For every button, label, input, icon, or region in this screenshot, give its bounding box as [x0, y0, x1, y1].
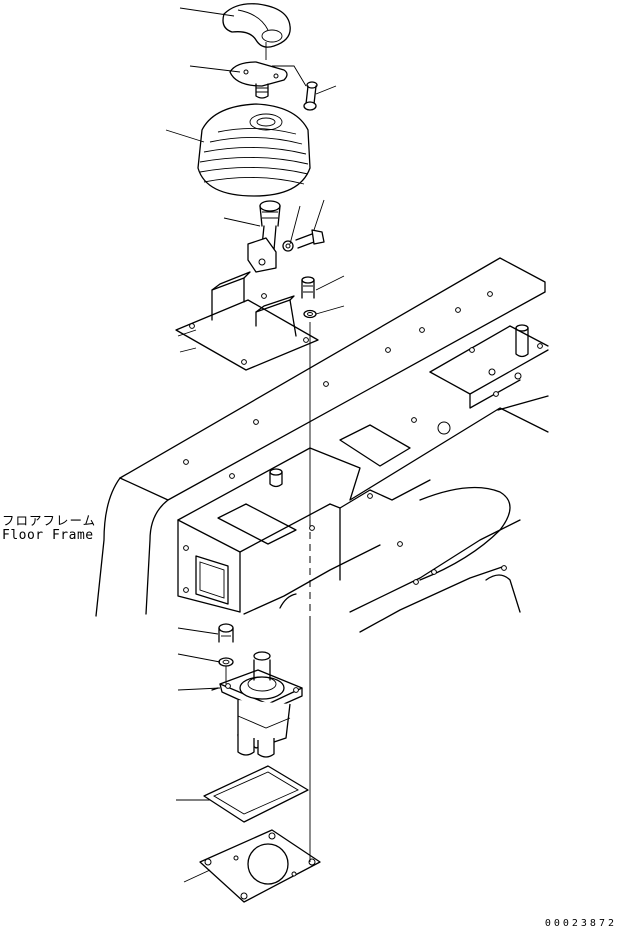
- lever-knob: [222, 3, 291, 48]
- valve-gasket: [203, 765, 309, 823]
- floor-frame-label-jp: フロアフレーム: [2, 513, 97, 528]
- lever-bracket: [175, 271, 319, 371]
- leader-lines: [165, 7, 345, 883]
- shaft-bolt: [282, 229, 325, 252]
- valve-bolt: [218, 623, 234, 667]
- drawing-number: 00023872: [544, 918, 617, 929]
- floor-frame: [95, 257, 549, 633]
- bracket-bolt: [301, 276, 317, 319]
- knob-plate: [229, 61, 288, 99]
- pilot-valve: [211, 651, 303, 758]
- lever-shaft: [247, 200, 281, 273]
- mounting-plate: [199, 829, 321, 903]
- knob-screw: [303, 81, 318, 111]
- floor-frame-label-en: Floor Frame: [2, 528, 94, 543]
- rubber-boot: [197, 103, 311, 197]
- alignment-lines: [225, 42, 311, 862]
